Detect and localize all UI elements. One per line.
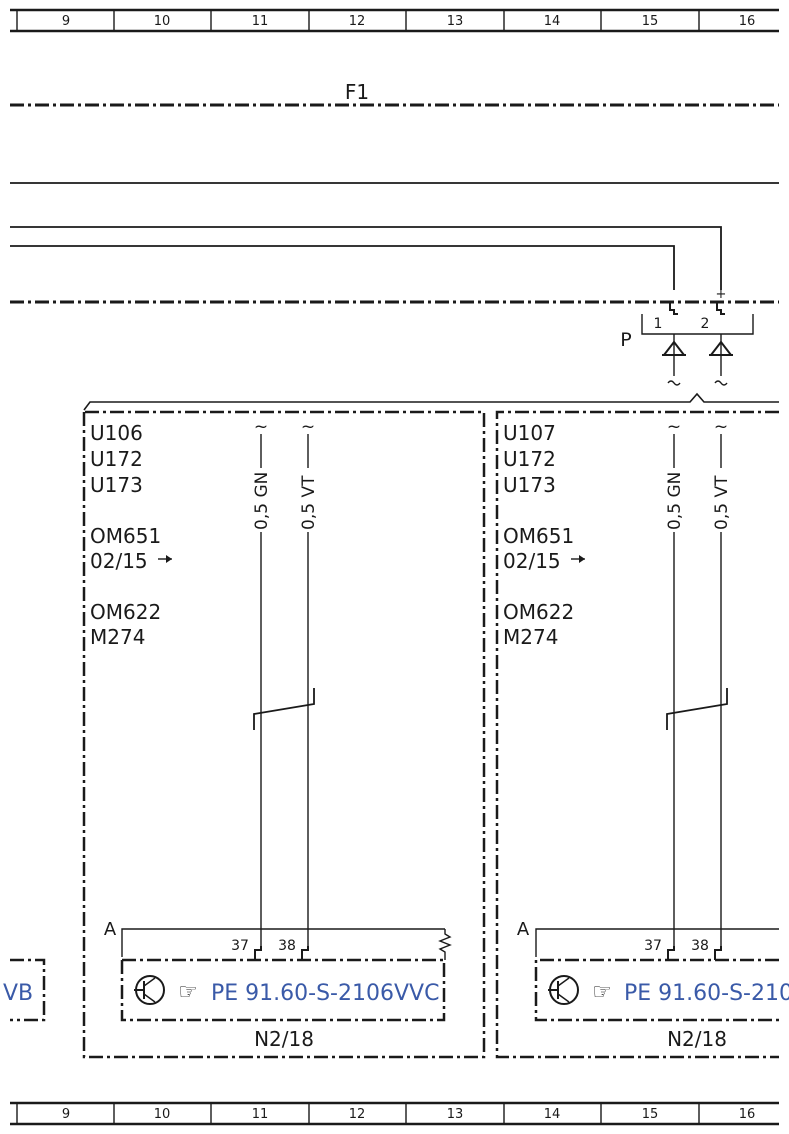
module-a-engine-extra: M274 bbox=[90, 625, 145, 649]
module-a-engine-extra: OM622 bbox=[90, 600, 161, 624]
module-b-code: U173 bbox=[503, 473, 556, 497]
wire-color-gn: 0,5 GN bbox=[665, 472, 685, 530]
resistor-icon bbox=[438, 929, 452, 960]
twisted-pair-icon bbox=[666, 688, 728, 730]
grid-number: 14 bbox=[544, 14, 561, 29]
wire-color-gn: 0,5 GN bbox=[252, 472, 272, 530]
grid-number: 10 bbox=[154, 14, 171, 29]
arrow-right-icon bbox=[571, 555, 585, 563]
pin-37: 37 bbox=[644, 938, 662, 954]
module-a-code: U106 bbox=[90, 421, 143, 445]
module-a-code: U172 bbox=[90, 447, 143, 471]
connector-label: P bbox=[620, 329, 631, 351]
pointing-hand-icon: ☞ bbox=[178, 980, 198, 1005]
connector-pin-1: 1 bbox=[654, 316, 663, 332]
module-b-engine: OM651 bbox=[503, 524, 574, 548]
grid-number: 13 bbox=[447, 14, 464, 29]
grid-number: 12 bbox=[349, 14, 366, 29]
module-b-code: U172 bbox=[503, 447, 556, 471]
wire-color-vt: 0,5 VT bbox=[299, 475, 319, 530]
module-a-code: U173 bbox=[90, 473, 143, 497]
wire-color-vt: 0,5 VT bbox=[712, 475, 732, 530]
grid-number: 16 bbox=[739, 1107, 756, 1122]
module-b-engine-extra: M274 bbox=[503, 625, 558, 649]
twisted-pair-icon bbox=[253, 688, 315, 730]
grid-number: 11 bbox=[252, 14, 269, 29]
transistor-icon bbox=[548, 975, 579, 1005]
left-partial-reference[interactable]: VB bbox=[3, 981, 33, 1006]
module-b-engine-extra: OM622 bbox=[503, 600, 574, 624]
top-grid-ruler: 9 10 11 12 13 14 15 16 bbox=[10, 8, 779, 33]
connector-plus: + bbox=[716, 287, 727, 302]
left-partial-module: VB bbox=[3, 958, 46, 1022]
wire-upper bbox=[10, 226, 722, 290]
grid-number: 16 bbox=[739, 14, 756, 29]
grid-number: 9 bbox=[62, 1107, 70, 1122]
module-a: U106 U172 U173 OM651 02/15 OM622 M274 ~ … bbox=[82, 410, 486, 1059]
tilde-mark: ~ bbox=[667, 417, 681, 437]
module-a-engine: OM651 bbox=[90, 524, 161, 548]
arrow-right-icon bbox=[158, 555, 172, 563]
grid-number: 15 bbox=[642, 14, 659, 29]
module-a-component: N2/18 bbox=[254, 1027, 314, 1051]
module-b-reference-link[interactable]: PE 91.60-S-2106VVC bbox=[624, 981, 789, 1006]
grid-number: 10 bbox=[154, 1107, 171, 1122]
pointing-hand-icon: ☞ bbox=[592, 980, 612, 1005]
module-a-reference-link[interactable]: PE 91.60-S-2106VVC bbox=[211, 981, 439, 1006]
pin-38: 38 bbox=[691, 938, 709, 954]
connector-pin-2: 2 bbox=[701, 316, 710, 332]
pin-38: 38 bbox=[278, 938, 296, 954]
module-b-date: 02/15 bbox=[503, 549, 561, 573]
module-a-point-label: A bbox=[104, 919, 117, 940]
module-b: U107 U172 U173 OM651 02/15 OM622 M274 ~ … bbox=[495, 410, 789, 1059]
tilde-mark: ~ bbox=[301, 417, 315, 437]
connector-p: + 1 2 P bbox=[620, 287, 754, 386]
transistor-icon bbox=[134, 975, 165, 1005]
grid-number: 9 bbox=[62, 14, 70, 29]
module-b-point-label: A bbox=[517, 919, 530, 940]
grid-number: 14 bbox=[544, 1107, 561, 1122]
group-brace bbox=[83, 392, 779, 411]
grid-number: 11 bbox=[252, 1107, 269, 1122]
bottom-grid-ruler: 9 10 11 12 13 14 15 16 bbox=[10, 1101, 779, 1126]
module-b-component: N2/18 bbox=[667, 1027, 727, 1051]
module-b-code: U107 bbox=[503, 421, 556, 445]
wire-lower bbox=[10, 245, 675, 290]
grid-number: 12 bbox=[349, 1107, 366, 1122]
module-a-date: 02/15 bbox=[90, 549, 148, 573]
pin-37: 37 bbox=[231, 938, 249, 954]
tilde-mark: ~ bbox=[254, 417, 268, 437]
bus-label: F1 bbox=[345, 80, 369, 104]
grid-number: 13 bbox=[447, 1107, 464, 1122]
grid-number: 15 bbox=[642, 1107, 659, 1122]
tilde-mark: ~ bbox=[714, 417, 728, 437]
